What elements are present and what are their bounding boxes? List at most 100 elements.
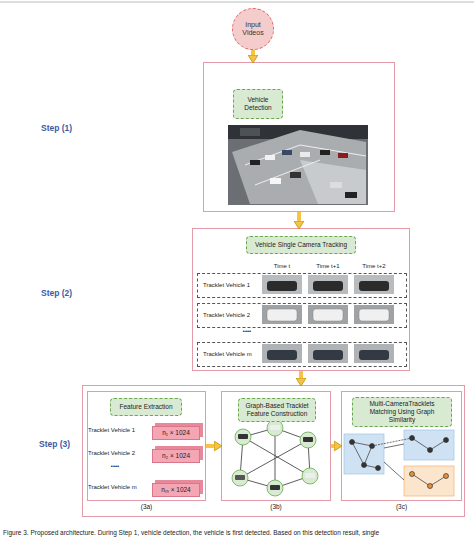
tracklet-thumbnails	[262, 275, 394, 363]
process-box: Vehicle Single Camera Tracking	[246, 236, 356, 254]
process-box: Graph-Based Tracklet Feature Constructio…	[238, 398, 316, 422]
step-label: Step (3)	[39, 439, 83, 449]
graph-dot	[370, 444, 375, 449]
graph-dot	[428, 484, 433, 489]
photo-shadow	[228, 125, 368, 139]
process-box: Vehicle Detection	[233, 89, 283, 119]
node-text: Vehicle Single Camera Tracking	[255, 241, 347, 249]
graph-edge	[430, 476, 446, 486]
step-box: Step (3)(3a)Feature Extractionn₁ × 1024n…	[82, 385, 465, 517]
annotation-label: Tracklet Vehicle m	[88, 484, 148, 490]
flow-arrow	[251, 50, 255, 55]
graph-dot	[410, 472, 415, 477]
step-label: Step (1)	[41, 123, 85, 133]
group-link	[384, 444, 404, 448]
top-rule	[0, 2, 474, 3]
thumbnail	[262, 275, 302, 294]
thumbnail	[354, 344, 394, 363]
car-shape	[313, 309, 343, 321]
photo-lane	[245, 145, 300, 165]
photo-car	[300, 152, 310, 157]
graph-edge	[412, 438, 430, 450]
photo-car	[282, 150, 292, 155]
graph-node	[232, 470, 248, 486]
graph-edge	[308, 440, 310, 476]
node-text: Graph-Based Tracklet Feature Constructio…	[242, 402, 312, 418]
photo-deck	[232, 130, 366, 204]
car-shape	[359, 281, 389, 291]
flow-arrow	[299, 371, 303, 378]
photo-car	[265, 155, 275, 160]
node-text: Tracklet Vehicle m	[203, 351, 252, 358]
node-text: Vehicle Detection	[237, 96, 279, 112]
graph-edge	[243, 437, 310, 476]
node-text: n₁ × 1024	[162, 429, 190, 437]
car-shape	[359, 350, 389, 360]
panel-label: (3a)	[88, 503, 205, 511]
photo-car	[270, 178, 281, 184]
thumbnail	[354, 305, 394, 324]
graph-edge	[430, 440, 446, 450]
node-text: Input Videos	[236, 21, 270, 38]
annotation-label: Time t	[262, 263, 302, 269]
flow-arrow	[297, 212, 301, 221]
thumbnail	[262, 305, 302, 324]
tracklet-row: Tracklet Vehicle m	[197, 342, 407, 367]
graph-edge	[364, 465, 378, 468]
graph-edge	[243, 428, 275, 437]
car-shape	[313, 281, 343, 291]
photo-road	[300, 160, 366, 204]
graph-dot	[350, 440, 355, 445]
feature-block: n₂ × 1024	[152, 449, 200, 463]
graph-dot	[444, 438, 449, 443]
annotation-label: Tracklet Vehicle 2	[88, 450, 148, 456]
node-text: Feature Extraction	[119, 403, 172, 411]
panel-box: (3b)Graph-Based Tracklet Feature Constru…	[221, 391, 331, 501]
graph-edge	[352, 442, 372, 446]
photo-car	[338, 153, 348, 158]
flow-arrow	[331, 444, 334, 448]
ellipsis-mark: ••••	[232, 328, 262, 334]
thumbnail	[262, 344, 302, 363]
graph-group	[404, 466, 454, 496]
car-icon	[270, 425, 280, 430]
car-shape	[267, 350, 297, 360]
graph-edge	[240, 437, 243, 478]
photo-car	[290, 172, 301, 178]
step-box: Step (2)Vehicle Single Camera TrackingTr…	[192, 228, 410, 371]
graph-edge	[412, 474, 430, 486]
graph-group	[344, 434, 384, 474]
panel-label: (3c)	[342, 503, 461, 511]
flow-arrow	[206, 444, 214, 448]
feature-block: nₘ × 1024	[152, 483, 200, 497]
graph-dot	[410, 436, 415, 441]
thumbnail	[308, 344, 348, 363]
tracklet-graph	[232, 420, 318, 496]
thumbnail	[354, 275, 394, 294]
car-shape	[267, 281, 297, 291]
matching-graph	[344, 430, 454, 496]
panel-label: (3b)	[222, 503, 330, 511]
car-icon	[270, 485, 280, 490]
process-box: Feature Extraction	[110, 398, 182, 416]
thumbnail	[308, 275, 348, 294]
thumbnail	[308, 305, 348, 324]
graph-node	[302, 468, 318, 484]
car-icon	[303, 437, 313, 442]
graph-group	[404, 430, 454, 460]
group-link	[384, 462, 404, 480]
photo-car	[250, 160, 260, 165]
car-icon	[305, 473, 315, 478]
node-text: Multi-CameraTracklets Matching Using Gra…	[356, 400, 448, 423]
graph-edge	[240, 440, 308, 478]
node-text: Tracklet Vehicle 2	[203, 312, 250, 319]
figure-caption: Figure 3. Proposed architecture. During …	[3, 529, 379, 536]
graph-edge	[275, 428, 276, 488]
graph-edge	[275, 476, 310, 488]
photo-car	[320, 150, 330, 155]
annotation-label: Time t+1	[308, 263, 348, 269]
car-shape	[313, 350, 343, 360]
annotation-label: Tracklet Vehicle 1	[88, 427, 148, 433]
